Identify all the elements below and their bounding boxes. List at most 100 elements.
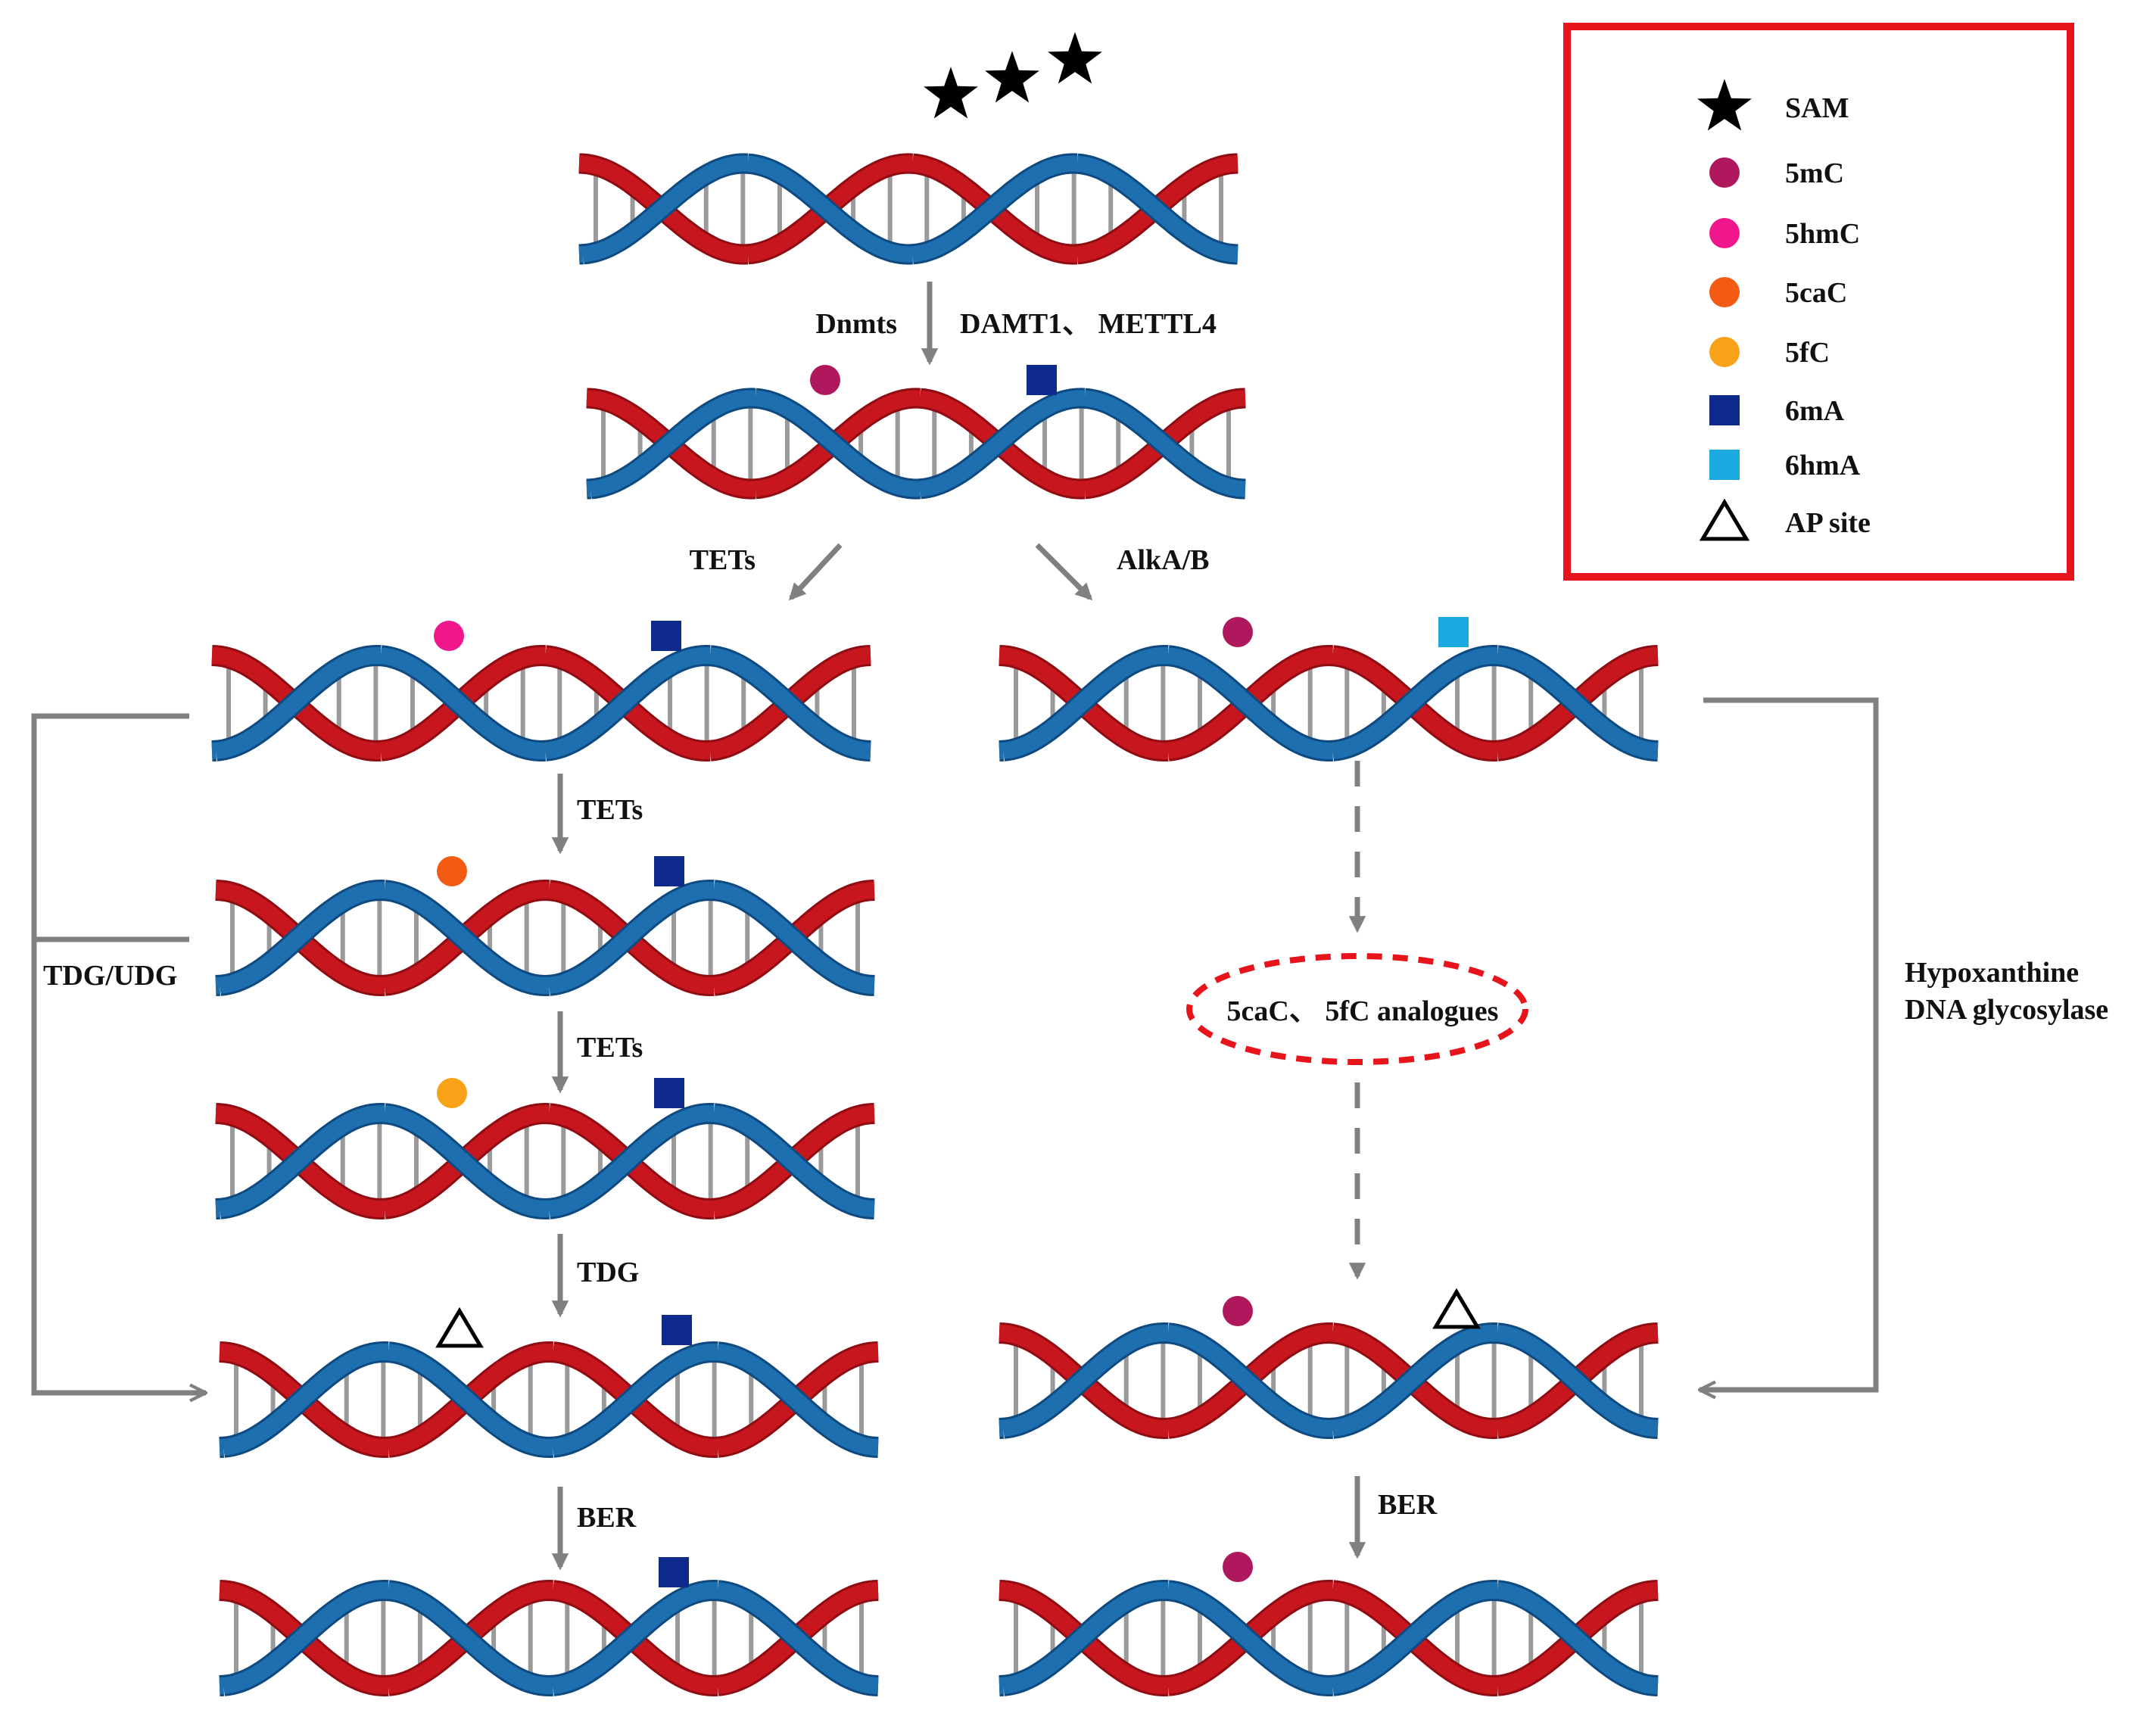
dna-repaired-right	[999, 1552, 1659, 1697]
5mc-marker	[810, 365, 840, 395]
square-icon	[1709, 450, 1740, 480]
alka-b-label: AlkA/B	[1117, 544, 1209, 576]
6ma-marker	[654, 856, 684, 886]
legend-item-5hmc: 5hmC	[1709, 218, 1860, 250]
legend-item-5mc: 5mC	[1709, 157, 1844, 189]
dna-helices	[211, 153, 1659, 1697]
dna-strand	[1496, 647, 1659, 760]
dna-strand	[219, 1104, 385, 1217]
dna-strand	[712, 1105, 875, 1218]
dna-strand	[911, 155, 1078, 263]
legend-label: AP site	[1785, 507, 1871, 539]
dna-5hmc	[211, 621, 871, 762]
arrow-tets-branch	[788, 543, 843, 601]
ber-label-left: BER	[577, 1502, 637, 1534]
dna-5fc	[215, 1078, 875, 1220]
square-icon	[1709, 395, 1740, 425]
ap-marker	[1432, 1288, 1481, 1329]
dna-strand	[1332, 1324, 1498, 1437]
dna-strand	[1002, 1581, 1169, 1694]
dna-strand	[544, 646, 711, 759]
dna-strand	[1002, 646, 1169, 759]
ber-label-right: BER	[1378, 1489, 1438, 1521]
dna-strand	[223, 1343, 389, 1456]
dna-strand	[1002, 1324, 1169, 1437]
dna-strand	[919, 390, 1086, 497]
5hmc-marker	[434, 621, 464, 651]
arrows	[31, 282, 1879, 1571]
dna-methylated	[586, 365, 1246, 500]
hypoxanthine-label-line2: DNA glycosylase	[1905, 994, 2108, 1026]
dna-strand	[548, 881, 715, 994]
legend: SAM 5mC 5hmC 5caC 5fC 6mA 6hmA AP site	[1563, 23, 2074, 581]
circle-icon	[1709, 277, 1740, 307]
dna-strand	[379, 647, 546, 760]
circle-icon	[1709, 157, 1740, 188]
legend-label: 5hmC	[1785, 218, 1860, 250]
5mc-marker	[1223, 1552, 1253, 1582]
dna-strand	[387, 1582, 553, 1695]
legend-label: 5mC	[1785, 157, 1844, 189]
analogues-label: 5caC、 5fC analogues	[1227, 995, 1499, 1027]
damt1-mettl4-label: DAMT1、 METTL4	[960, 308, 1217, 340]
dna-strand	[1496, 1325, 1659, 1437]
dna-strand	[712, 882, 875, 995]
dna-ap-left	[219, 1307, 879, 1459]
dna-strand	[1167, 1582, 1333, 1695]
6ma-marker	[651, 621, 681, 651]
dna-unmodified	[578, 153, 1238, 265]
dna-strand	[548, 1104, 715, 1217]
5mc-marker	[1223, 1296, 1253, 1326]
tdg-udg-bracket	[31, 713, 206, 1393]
tdg-udg-label: TDG/UDG	[43, 960, 177, 992]
dna-strand	[383, 1105, 550, 1218]
star-icon	[985, 51, 1039, 103]
tdg-label: TDG	[577, 1257, 639, 1288]
dna-strand	[1332, 1581, 1498, 1694]
6ma-marker	[659, 1557, 689, 1587]
dna-5cac	[215, 856, 875, 997]
circle-icon	[1709, 218, 1740, 248]
legend-item-6ma: 6mA	[1709, 395, 1845, 427]
dna-strand	[716, 1582, 879, 1695]
dna-strand	[582, 155, 749, 263]
dna-strand	[383, 882, 550, 995]
circle-icon	[1709, 337, 1740, 367]
legend-label: 5caC	[1785, 277, 1847, 309]
dna-strand	[387, 1344, 553, 1456]
dna-strand	[716, 1344, 879, 1456]
sam-stars	[924, 32, 1102, 119]
dna-strand	[754, 390, 921, 497]
star-icon	[924, 67, 978, 119]
legend-label: SAM	[1785, 92, 1849, 124]
dna-strand	[1332, 646, 1498, 759]
ap-marker	[435, 1307, 484, 1348]
arrow-alka-branch	[1035, 543, 1093, 601]
6ma-marker	[662, 1315, 692, 1345]
6ma-marker	[1027, 365, 1057, 395]
dna-strand	[215, 646, 382, 759]
analogues-ellipse	[1186, 953, 1528, 1065]
hypoxanthine-label-line1: Hypoxanthine	[1905, 957, 2079, 989]
dna-strand	[709, 647, 871, 760]
legend-label: 5fC	[1785, 337, 1830, 369]
6hma-marker	[1438, 617, 1469, 647]
legend-item-sam: SAM	[1697, 79, 1849, 131]
hypoxanthine-bracket	[1700, 697, 1879, 1390]
dna-strand	[1496, 1582, 1659, 1695]
dna-strand	[746, 155, 913, 263]
legend-item-6hma: 6hmA	[1709, 450, 1861, 481]
legend-item-ap: AP site	[1699, 498, 1871, 541]
legend-items: SAM 5mC 5hmC 5caC 5fC 6mA 6hmA AP site	[1697, 79, 1871, 541]
legend-label: 6mA	[1785, 395, 1845, 427]
5mc-marker	[1223, 617, 1253, 647]
tets-label-2: TETs	[577, 1032, 643, 1064]
dna-ap-right	[999, 1288, 1659, 1440]
legend-item-5fc: 5fC	[1709, 337, 1830, 369]
dna-strand	[590, 390, 756, 497]
dna-strand	[1167, 647, 1333, 760]
legend-border	[1563, 23, 2074, 581]
triangle-outline-icon	[1699, 498, 1750, 541]
